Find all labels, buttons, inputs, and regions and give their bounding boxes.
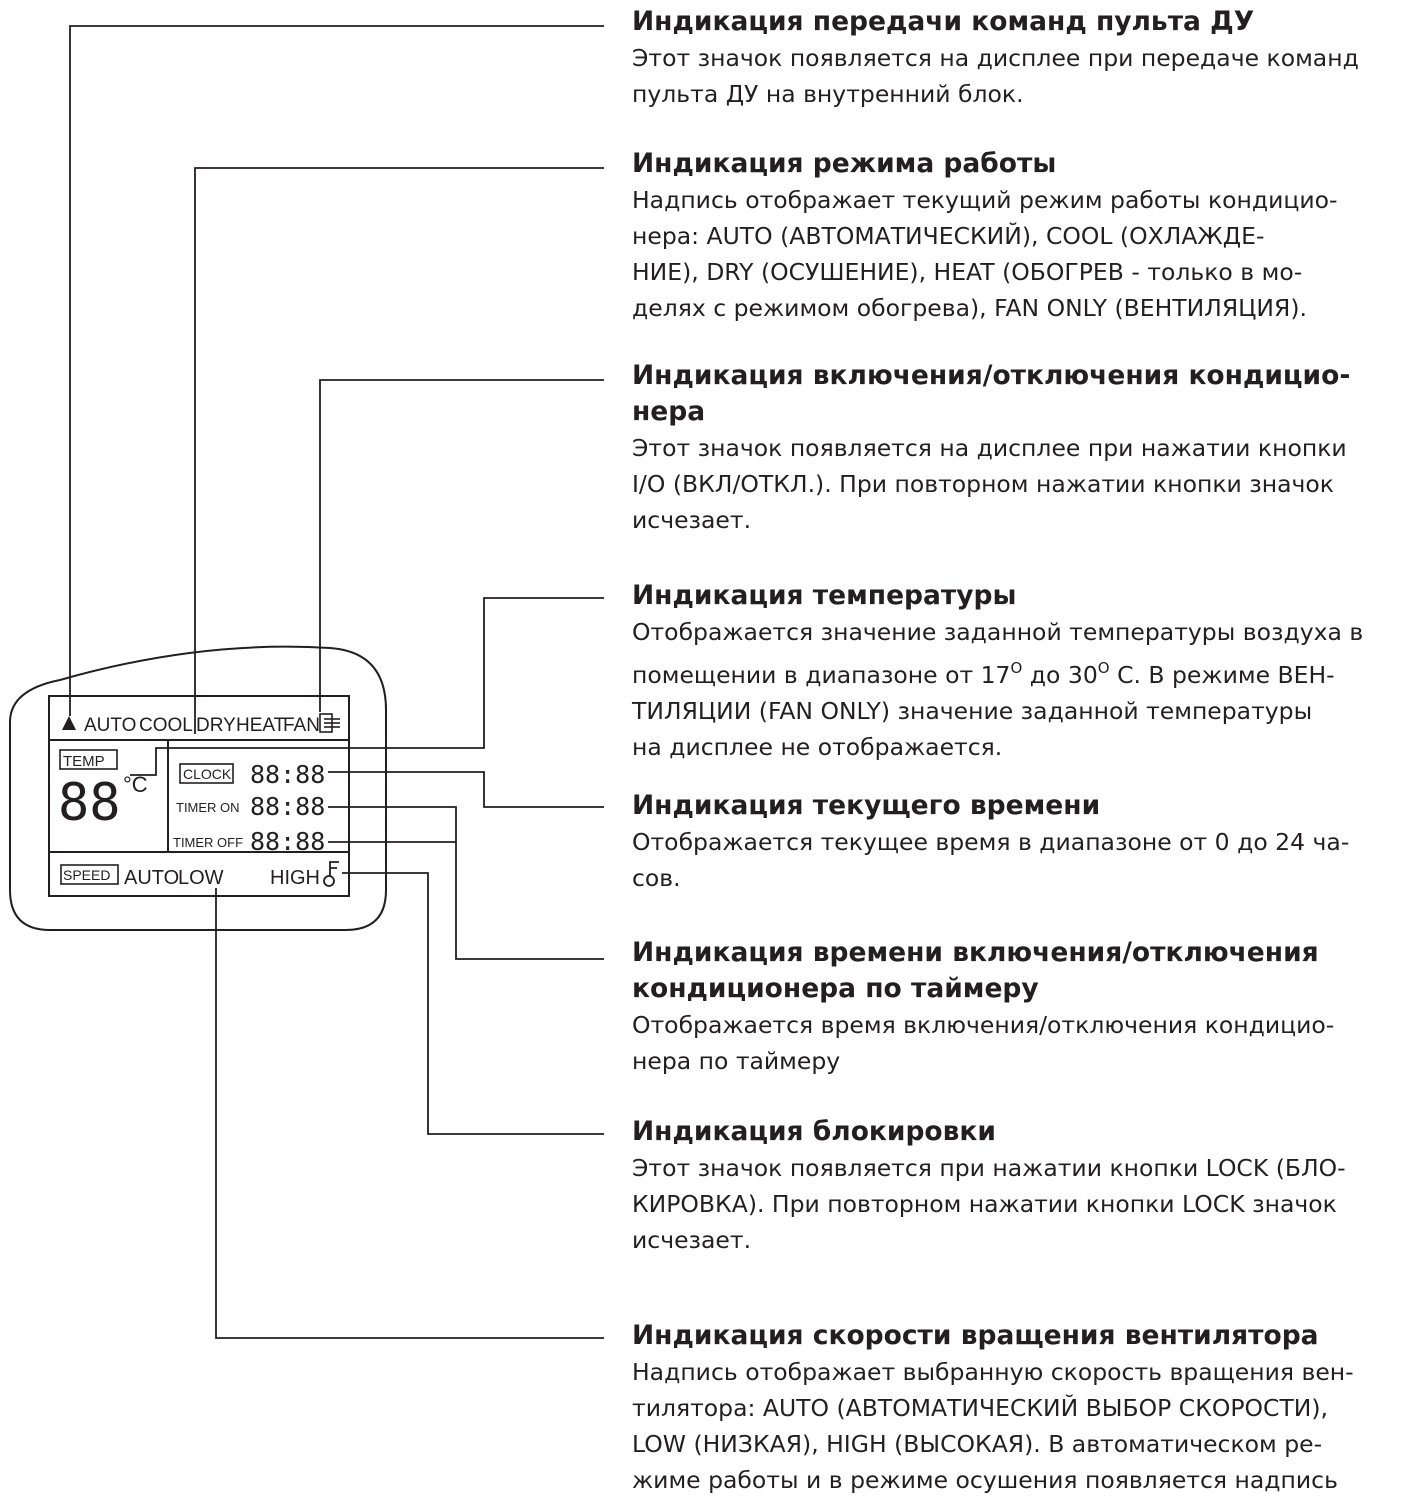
leader-transmit (69, 25, 604, 716)
callout-line: LOW (НИЗКАЯ), HIGH (ВЫСОКАЯ). В автомати… (632, 1430, 1323, 1458)
leader-power (319, 379, 604, 712)
callout-line: исчезает. (632, 506, 752, 534)
callout-lock: Индикация блокировки Этот значок появляе… (632, 1114, 1412, 1258)
callout-title: Индикация текущего времени (632, 790, 1101, 821)
callout-line: на дисплее не отображается. (632, 733, 1003, 761)
lock-key-icon (323, 861, 339, 887)
callout-line: сов. (632, 864, 681, 892)
clock-box (179, 763, 234, 784)
callout-line: делях с режимом обогрева), FAN ONLY (ВЕН… (632, 294, 1307, 322)
leader-lock (342, 872, 604, 1135)
callout-line: Этот значок появляется на дисплее при на… (632, 434, 1347, 462)
leader-speed (215, 888, 604, 1339)
callout-title: Индикация температуры (632, 580, 1017, 611)
text-run: помещении в диапазоне от 17 (632, 661, 1011, 689)
leader-temperature (130, 597, 604, 776)
remote-body-outline (9, 645, 387, 931)
callout-temperature: Индикация температуры Отображается значе… (632, 578, 1412, 765)
callout-line: КИРОВКА). При повторном нажатии кнопки L… (632, 1190, 1337, 1218)
degree-superscript: O (1097, 659, 1110, 677)
clock-digits: 88:88 (250, 760, 325, 789)
callout-line: тилятора: AUTO (АВТОМАТИЧЕСКИЙ ВЫБОР СКО… (632, 1394, 1329, 1422)
temp-box (59, 749, 118, 770)
transmit-triangle-icon (62, 716, 76, 730)
mode-dry-label: DRY (196, 715, 236, 736)
speed-row: SPEED AUTO LOW HIGH (60, 861, 339, 889)
speed-high-label: HIGH (270, 867, 320, 889)
callout-line: пульта ДУ на внутренний блок. (632, 80, 1024, 108)
callout-line: нера: AUTO (АВТОМАТИЧЕСКИЙ), COOL (ОХЛАЖ… (632, 222, 1265, 250)
callout-line: I/O (ВКЛ/ОТКЛ.). При повторном нажатии к… (632, 470, 1335, 498)
callout-title: Индикация скорости вращения вентилятора (632, 1320, 1319, 1351)
clock-timer-block: CLOCK 88:88 TIMER ON 88:88 TIMER OFF 88:… (173, 760, 325, 856)
callout-fan-speed: Индикация скорости вращения вентилятора … (632, 1318, 1412, 1498)
callout-line: Надпись отображает выбранную скорость вр… (632, 1358, 1354, 1386)
leader-mode (194, 167, 604, 734)
mode-fan-label: FAN (283, 715, 320, 736)
mode-heat-label: HEAT (236, 715, 286, 736)
callout-mode: Индикация режима работы Надпись отобража… (632, 146, 1412, 326)
callout-line: нера по таймеру (632, 1047, 841, 1075)
callout-transmit: Индикация передачи команд пульта ДУ Этот… (632, 4, 1412, 112)
callout-title: нера (632, 396, 706, 427)
callout-line: ТИЛЯЦИИ (FAN ONLY) значение заданной тем… (632, 697, 1313, 725)
leader-timer-on (328, 806, 604, 960)
callout-line: жиме работы и в режиме осушения появляет… (632, 1466, 1338, 1494)
callout-title: кондиционера по таймеру (632, 973, 1039, 1004)
speed-box (60, 864, 119, 885)
callout-line: Отображается значение заданной температу… (632, 618, 1364, 646)
callout-title: Индикация режима работы (632, 148, 1057, 179)
callout-line: НИЕ), DRY (ОСУШЕНИЕ), HEAT (ОБОГРЕВ - то… (632, 258, 1303, 286)
speed-low-label: LOW (178, 867, 224, 889)
callout-line: Надпись отображает текущий режим работы … (632, 186, 1338, 214)
temperature-block: TEMP 88 °C (58, 749, 148, 833)
leader-clock (328, 771, 604, 808)
callout-title: Индикация передачи команд пульта ДУ (632, 6, 1255, 37)
clock-box-label: CLOCK (183, 766, 232, 782)
callout-line: Этот значок появляется на дисплее при пе… (632, 44, 1359, 72)
temp-digits: 88 (58, 773, 121, 833)
timer-on-digits: 88:88 (250, 792, 325, 821)
callout-title: Индикация времени включения/отключения (632, 937, 1319, 968)
callout-title: Индикация блокировки (632, 1116, 996, 1147)
callout-line: помещении в диапазоне от 17O до 30O С. В… (632, 650, 1412, 693)
callout-line: Отображается текущее время в диапазоне о… (632, 828, 1350, 856)
callout-title: Индикация включения/отключения кондицио- (632, 360, 1351, 391)
callout-line: Отображается время включения/отключения … (632, 1011, 1335, 1039)
temp-box-label: TEMP (63, 753, 105, 770)
mode-row: AUTO COOL DRY HEAT FAN (62, 713, 340, 736)
power-on-icon (319, 713, 340, 733)
mode-cool-label: COOL (139, 715, 193, 736)
timer-on-label: TIMER ON (176, 800, 240, 815)
mode-auto-label: AUTO (84, 715, 136, 736)
leader-lines (69, 25, 604, 1339)
timer-off-digits: 88:88 (250, 827, 325, 856)
temp-unit: °C (123, 772, 148, 797)
callout-power: Индикация включения/отключения кондицио-… (632, 358, 1412, 538)
timer-off-label: TIMER OFF (173, 835, 243, 850)
callout-timer: Индикация времени включения/отключения к… (632, 935, 1412, 1079)
speed-box-label: SPEED (63, 867, 110, 883)
degree-superscript: O (1010, 659, 1023, 677)
speed-auto-label: AUTO (124, 867, 179, 889)
text-run: до 30 (1022, 661, 1098, 689)
callout-clock: Индикация текущего времени Отображается … (632, 788, 1412, 896)
lcd-frame (48, 695, 350, 897)
text-run: С. В режиме ВЕН- (1109, 661, 1335, 689)
callout-line: исчезает. (632, 1226, 752, 1254)
callout-line: Этот значок появляется при нажатии кнопк… (632, 1154, 1346, 1182)
